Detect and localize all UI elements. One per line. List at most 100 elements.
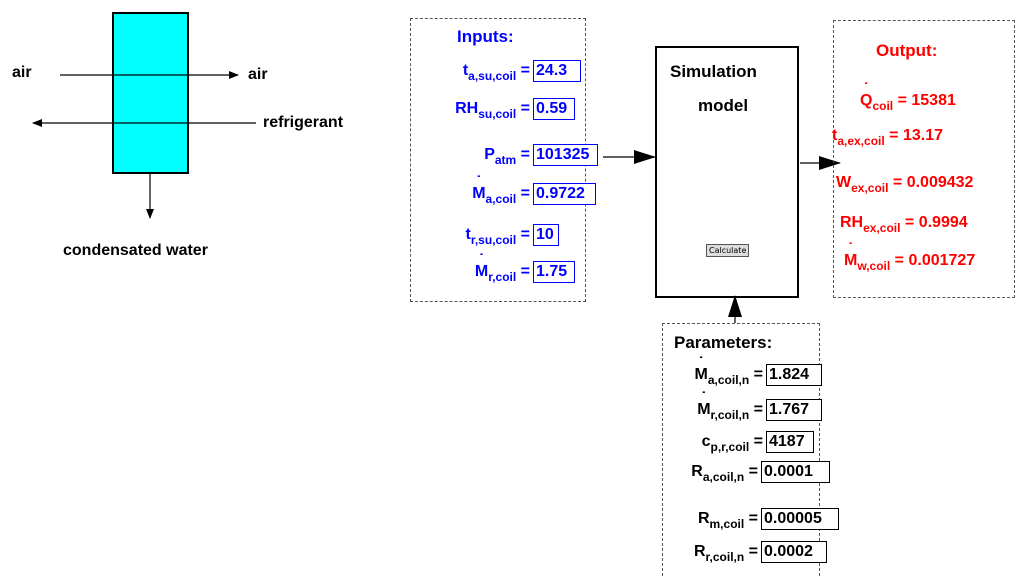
air-in-label: air [12, 64, 32, 81]
parameters-label-0: Ma,coil,n = [695, 366, 763, 387]
inputs-label-1: RHsu,coil = [455, 100, 530, 121]
parameters-value-1[interactable]: 1.767 [766, 399, 822, 421]
inputs-label-2: Patm = [484, 146, 530, 167]
inputs-equals-4: = [516, 226, 530, 243]
inputs-title: Inputs: [457, 27, 514, 46]
inputs-symbol-5: M [475, 263, 488, 281]
parameters-symbol-2: c [701, 433, 711, 450]
simulation-model-box [655, 46, 799, 298]
output-value-3: 0.9994 [914, 214, 968, 231]
inputs-label-5: Mr,coil = [475, 263, 530, 284]
calculate-button[interactable]: Calculate [706, 244, 750, 257]
output-value-1: 13.17 [898, 127, 943, 144]
parameters-label-1: Mr,coil,n = [697, 401, 763, 422]
output-value-0: 15381 [906, 92, 956, 109]
inputs-subscript-0: a,su,coil [468, 69, 517, 83]
output-equals-0: = [893, 92, 907, 109]
condensate-label: condensated water [63, 242, 208, 259]
inputs-value-4[interactable]: 10 [533, 224, 559, 246]
parameters-symbol-3: R [691, 463, 703, 480]
parameters-symbol-4: R [697, 510, 710, 527]
inputs-subscript-2: atm [494, 153, 517, 167]
parameters-subscript-5: r,coil,n [705, 550, 745, 564]
parameters-equals-3: = [744, 463, 758, 480]
output-equals-3: = [900, 214, 915, 231]
parameters-equals-0: = [749, 366, 763, 383]
output-symbol-0: Q [860, 92, 872, 110]
output-panel [833, 20, 1015, 298]
inputs-equals-5: = [516, 263, 530, 280]
parameters-label-3: Ra,coil,n = [691, 463, 758, 484]
inputs-symbol-1: RH [455, 100, 479, 117]
inputs-symbol-3: M [472, 185, 485, 203]
air-out-label: air [248, 66, 268, 83]
inputs-subscript-3: a,coil [485, 192, 517, 206]
inputs-subscript-5: r,coil [488, 270, 517, 284]
output-equals-2: = [888, 174, 903, 191]
output-row-4: Mw,coil = 0.001727 [844, 252, 975, 273]
inputs-subscript-4: r,su,coil [470, 233, 517, 247]
parameters-value-0[interactable]: 1.824 [766, 364, 822, 386]
output-equals-1: = [884, 127, 899, 144]
inputs-equals-2: = [516, 146, 530, 163]
coil-rect [112, 12, 189, 174]
parameters-symbol-5: R [693, 543, 706, 560]
parameters-subscript-1: r,coil,n [710, 408, 750, 422]
inputs-equals-0: = [516, 62, 530, 79]
parameters-value-4[interactable]: 0.00005 [761, 508, 839, 530]
parameters-symbol-0: M [695, 366, 708, 384]
output-row-3: RHex,coil = 0.9994 [840, 214, 968, 235]
parameters-symbol-1: M [697, 401, 710, 419]
inputs-subscript-1: su,coil [478, 107, 517, 121]
output-title: Output: [876, 41, 938, 60]
inputs-label-0: ta,su,coil = [463, 62, 530, 83]
inputs-value-5[interactable]: 1.75 [533, 261, 575, 283]
output-subscript-0: coil [872, 99, 894, 113]
output-row-2: Wex,coil = 0.009432 [836, 174, 973, 195]
parameters-equals-1: = [749, 401, 763, 418]
output-equals-4: = [890, 252, 905, 269]
output-row-1: ta,ex,coil = 13.17 [832, 127, 943, 148]
parameters-label-4: Rm,coil = [698, 510, 758, 531]
inputs-equals-1: = [516, 100, 530, 117]
refrigerant-label: refrigerant [263, 114, 344, 131]
output-value-2: 0.009432 [902, 174, 974, 191]
model-title-line2: model [698, 96, 749, 115]
inputs-value-0[interactable]: 24.3 [533, 60, 581, 82]
parameters-equals-5: = [744, 543, 758, 560]
output-subscript-2: ex,coil [851, 181, 889, 195]
inputs-symbol-0: t [462, 62, 469, 79]
parameters-subscript-3: a,coil,n [702, 470, 745, 484]
inputs-label-3: Ma,coil = [472, 185, 530, 206]
parameters-value-3[interactable]: 0.0001 [761, 461, 830, 483]
parameters-subscript-4: m,coil [709, 517, 745, 531]
model-title-line1: Simulation [670, 62, 757, 81]
parameters-panel [662, 323, 820, 576]
inputs-label-4: tr,su,coil = [466, 226, 530, 247]
parameters-label-2: cp,r,coil = [702, 433, 763, 454]
parameters-equals-4: = [744, 510, 758, 527]
inputs-value-3[interactable]: 0.9722 [533, 183, 596, 205]
parameters-equals-2: = [749, 433, 763, 450]
parameters-value-2[interactable]: 4187 [766, 431, 814, 453]
output-subscript-4: w,coil [857, 259, 891, 273]
output-value-4: 0.001727 [904, 252, 976, 269]
output-symbol-4: M [844, 252, 857, 270]
output-subscript-1: a,ex,coil [837, 134, 885, 148]
inputs-symbol-2: P [484, 146, 495, 163]
parameters-value-5[interactable]: 0.0002 [761, 541, 827, 563]
inputs-equals-3: = [516, 185, 530, 202]
output-symbol-1: t [832, 127, 838, 144]
output-subscript-3: ex,coil [863, 221, 901, 235]
parameters-title: Parameters: [674, 333, 773, 352]
inputs-symbol-4: t [465, 226, 471, 243]
parameters-subscript-0: a,coil,n [707, 373, 750, 387]
inputs-value-1[interactable]: 0.59 [533, 98, 575, 120]
parameters-label-5: Rr,coil,n = [694, 543, 758, 564]
output-symbol-2: W [836, 174, 852, 191]
output-symbol-3: RH [840, 214, 864, 231]
output-row-0: Qcoil = 15381 [860, 92, 956, 113]
parameters-subscript-2: p,r,coil [710, 440, 750, 454]
inputs-value-2[interactable]: 101325 [533, 144, 598, 166]
